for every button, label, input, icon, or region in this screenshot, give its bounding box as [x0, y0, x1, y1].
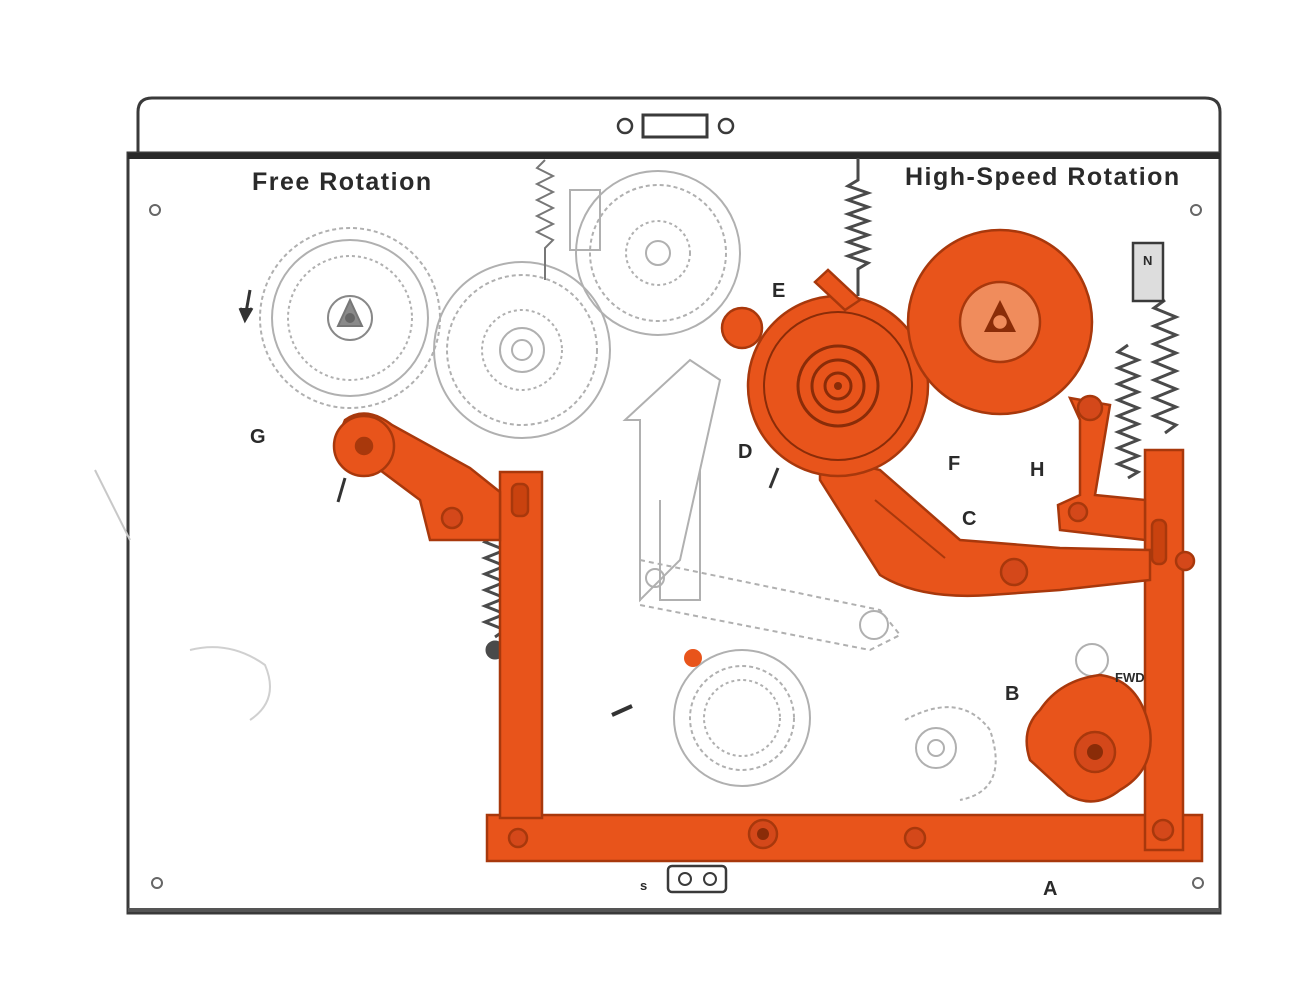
ghost-pulley — [433, 261, 611, 439]
ghost-capstan — [673, 649, 811, 787]
label-f: F — [948, 453, 960, 475]
right-spring-b — [1150, 298, 1180, 435]
free-rotation-ghost-parts — [94, 159, 1109, 801]
bottom-bracket — [666, 864, 728, 894]
title-high-speed-rotation: High-Speed Rotation — [905, 163, 1181, 191]
rotation-arrows — [238, 289, 780, 717]
label-b: B — [1005, 683, 1019, 705]
arrow-d — [768, 467, 780, 489]
top-spring-e — [843, 158, 873, 296]
label-h: H — [1030, 459, 1044, 481]
high-speed-parts — [332, 228, 1204, 863]
ghost-lever — [639, 558, 902, 652]
spring-anchor-bracket — [1131, 241, 1165, 303]
left-vertical-link — [498, 470, 544, 820]
arrow-left-roller — [336, 477, 347, 503]
idler-arm-c — [818, 453, 1152, 598]
plate-top-flange — [136, 96, 1222, 155]
reel-f — [906, 228, 1094, 416]
small-roller-e — [720, 306, 764, 350]
label-d: D — [738, 441, 752, 463]
arrow-center — [611, 704, 633, 717]
chassis-plate — [126, 96, 1222, 915]
right-spring-a — [1113, 343, 1143, 480]
label-e: E — [772, 280, 785, 302]
bottom-link-bar — [485, 813, 1204, 863]
ghost-upper-pulley — [569, 170, 741, 336]
label-n: N — [1143, 253, 1152, 268]
label-c: C — [962, 508, 976, 530]
label-a: A — [1043, 878, 1057, 900]
ghost-idler-arm — [622, 358, 722, 603]
right-vertical-link — [1143, 448, 1185, 852]
label-fwd: FWD — [1115, 670, 1145, 685]
top-slot — [641, 113, 709, 139]
reel-g — [259, 227, 441, 409]
mounting-hole — [151, 877, 163, 889]
label-g: G — [250, 426, 266, 448]
mounting-hole — [1190, 204, 1202, 216]
mounting-hole — [1192, 877, 1204, 889]
idler-wheel-d — [746, 294, 930, 478]
pivot-dot — [684, 649, 702, 667]
mounting-hole — [149, 204, 161, 216]
label-s: s — [640, 878, 647, 893]
title-free-rotation: Free Rotation — [252, 168, 433, 196]
